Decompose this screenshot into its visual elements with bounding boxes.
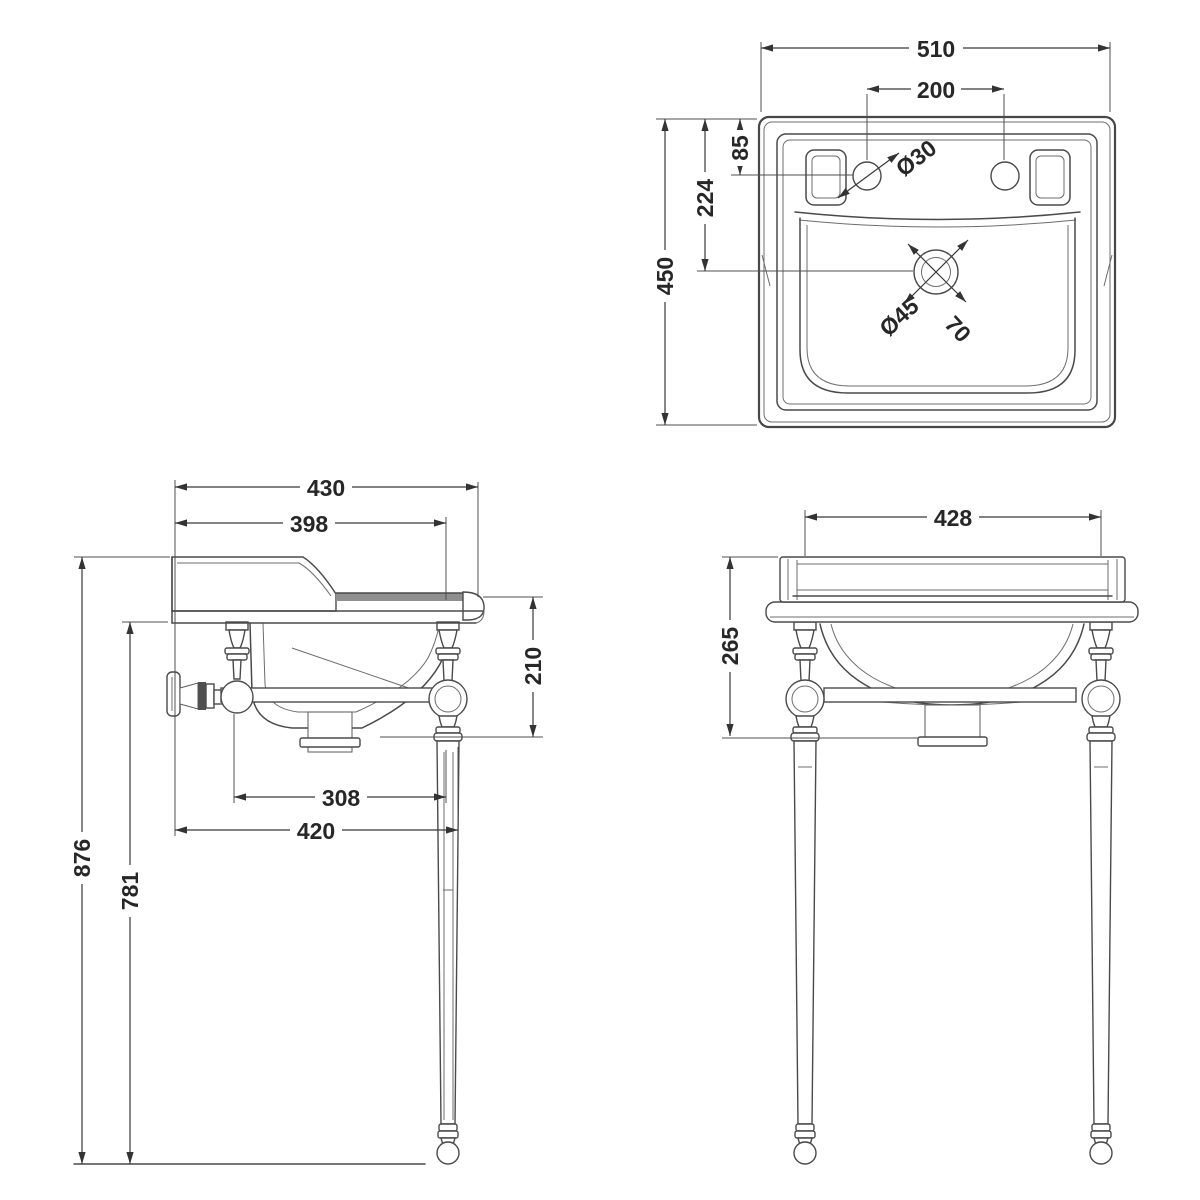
front-dimensions: 428 265 [717,505,1102,739]
plan-dimensions: 510 200 450 224 85 Ø30 Ø45 70 [652,36,1111,426]
dim-label-side-rim-to-frame-bottom: 210 [520,647,546,685]
plan-view: 510 200 450 224 85 Ø30 Ø45 70 [652,36,1117,429]
dim-label-side-underside-height: 781 [117,872,143,911]
dim-label-side-overall-height: 876 [69,839,95,877]
plan-tap-hole-right [990,161,1020,191]
dim-label-side-frame-projection: 420 [297,818,335,844]
front-bowl [819,623,1085,747]
dim-label-front-rim-to-frame-bottom: 265 [717,627,743,666]
side-bowl-section [249,622,454,753]
front-view: 428 265 [717,505,1139,1165]
dim-label-plan-overall-depth: 450 [652,257,678,295]
dim-label-side-bracket-spacing: 308 [322,785,361,811]
side-wall-bracket [166,671,225,717]
front-support-rail [823,687,1077,703]
plan-rim-shading [763,121,1111,423]
side-rear-baluster [220,621,254,714]
dim-label-front-leg-centres: 428 [934,505,973,531]
front-waste-outlet [924,704,981,738]
plan-bowl [794,211,1081,394]
dim-label-plan-rim-to-waste: 224 [692,179,718,218]
plan-waste-hole [903,239,969,305]
front-backsplash [779,556,1126,603]
front-slab [765,601,1139,623]
side-splashback-slab [171,556,485,624]
plan-basin-outline [757,115,1117,429]
plan-overflow-slot-right [1029,149,1071,206]
front-leg-left [785,621,825,1165]
dim-label-plan-waste-offset: 70 [940,311,976,347]
dim-label-plan-tap-diameter: Ø30 [891,135,941,182]
dim-label-side-basin-projection: 398 [290,511,329,537]
dim-label-plan-rim-to-taps: 85 [727,135,753,161]
dim-label-plan-waste-diameter: Ø45 [874,293,924,342]
side-front-leg [428,621,468,1165]
front-leg-right [1081,621,1121,1165]
side-view: 430 398 210 308 420 876 7 [69,475,546,1165]
dim-label-plan-tap-centres: 200 [917,77,955,103]
dim-label-plan-overall-width: 510 [917,36,955,62]
dim-label-side-overall-projection: 430 [307,475,345,501]
side-dimensions: 430 398 210 308 420 876 7 [69,475,546,1164]
